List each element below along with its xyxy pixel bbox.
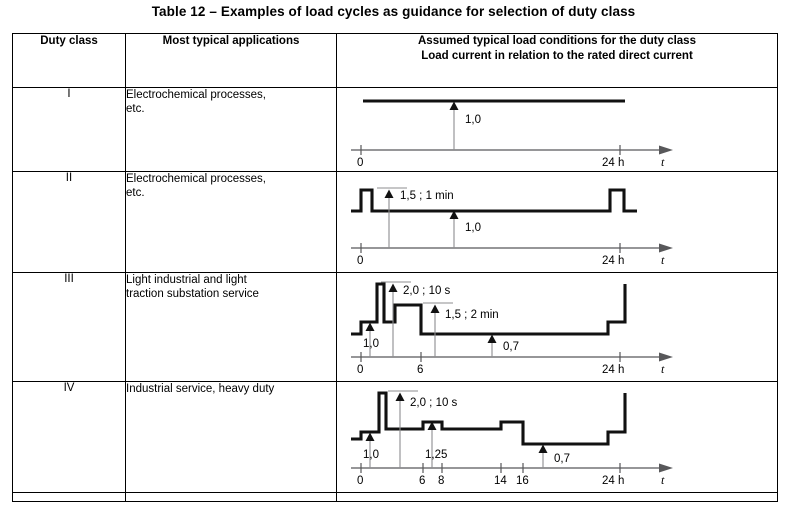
applications-value: Electrochemical processes, etc. [125,87,337,172]
applications-line1: Industrial service, heavy duty [126,383,275,395]
annotation-1-0: 1,0 [363,338,379,350]
annotation-1-5-2min: 1,5 ; 2 min [445,309,499,321]
applications-line2: etc. [126,103,145,115]
applications-line2: traction substation service [126,288,259,300]
annotation-0-7: 0,7 [503,341,519,353]
applications-value: Light industrial and light traction subs… [125,272,337,382]
annotation-1-0: 1,0 [465,222,481,234]
annotation-2-0-10s: 2,0 ; 10 s [410,397,458,409]
applications-line2: etc. [126,187,145,199]
header-conditions: Assumed typical load conditions for the … [336,33,778,88]
load-cycle-diagram-cell: 1,0 0 24 h t [336,87,778,172]
duty-class-value: II [12,171,126,273]
axis-label-14: 14 [494,475,507,487]
load-cycle-diagram-cell: 1,0 2,0 ; 10 s 1,25 0,7 0 6 [336,381,778,493]
axis-label-end: 24 h [602,255,624,267]
applications-value: Electrochemical processes, etc. [125,171,337,273]
applications-value-empty [125,492,337,502]
load-cycle-diagram-cell-empty [336,492,778,502]
duty-class-value: III [12,272,126,382]
axis-label-origin: 0 [357,157,363,169]
annotation-1-25: 1,25 [425,449,447,461]
load-cycle-diagram-cell: 1,5 ; 1 min 1,0 0 24 h t [336,171,778,273]
axis-label-origin: 0 [357,475,363,487]
duty-class-table: Duty class Most typical applications Ass… [12,33,778,502]
load-cycle-diagram-cell: 1,0 2,0 ; 10 s 1,5 ; 2 min 0,7 [336,272,778,382]
page-title: Table 12 – Examples of load cycles as gu… [151,4,636,19]
header-duty-class: Duty class [12,33,126,88]
applications-line1: Electrochemical processes, [126,89,266,101]
table-row-partial [12,492,778,502]
duty-class-value-empty [12,492,126,502]
applications-line1: Electrochemical processes, [126,173,266,185]
axis-label-t: t [661,253,665,267]
header-applications: Most typical applications [125,33,337,88]
axis-label-end: 24 h [602,364,624,376]
table-row: III Light industrial and light traction … [12,272,778,382]
annotation-0-7: 0,7 [554,453,570,465]
header-conditions-line1: Assumed typical load conditions for the … [418,35,696,47]
axis-label-t: t [661,362,665,376]
axis-label-6: 6 [417,364,423,376]
axis-label-origin: 0 [357,255,363,267]
applications-value: Industrial service, heavy duty [125,381,337,493]
annotation-2-0-10s: 2,0 ; 10 s [403,285,451,297]
axis-label-t: t [661,155,665,169]
header-conditions-line2: Load current in relation to the rated di… [421,49,693,62]
axis-label-end: 24 h [602,475,624,487]
axis-label-end: 24 h [602,157,624,169]
table-row: II Electrochemical processes, etc. [12,171,778,273]
axis-label-6: 6 [419,475,425,487]
applications-line1: Light industrial and light [126,274,247,286]
axis-label-8: 8 [438,475,444,487]
duty-class-value: IV [12,381,126,493]
annotation-1-5-1min: 1,5 ; 1 min [400,190,454,202]
axis-label-16: 16 [516,475,529,487]
axis-label-origin: 0 [357,364,363,376]
axis-label-t: t [661,473,665,487]
annotation-1-0: 1,0 [363,449,379,461]
annotation-1-0: 1,0 [465,114,481,126]
table-row: IV Industrial service, heavy duty [12,381,778,493]
table-row: I Electrochemical processes, etc. [12,87,778,172]
table-header-row: Duty class Most typical applications Ass… [12,33,778,88]
duty-class-value: I [12,87,126,172]
